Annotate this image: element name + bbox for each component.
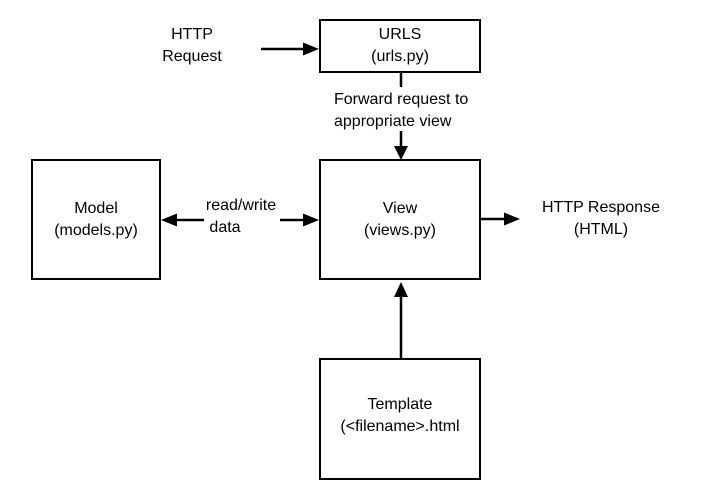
- http-response-label: HTTP Response (HTML): [523, 197, 679, 241]
- arrow-urls-to-view: [394, 72, 408, 160]
- http-response-label-line2: (HTML): [573, 221, 629, 238]
- model-box: Model (models.py): [31, 159, 161, 280]
- read-write-label: read/write: [197, 195, 285, 217]
- urls-box: URLS (urls.py): [319, 19, 481, 73]
- view-box-subtitle: (views.py): [363, 221, 436, 239]
- urls-box-title: URLS: [378, 26, 422, 43]
- template-box: Template (<filename>.html: [319, 358, 481, 480]
- forward-request-label: Forward request to appropriate view: [334, 89, 494, 133]
- view-box: View (views.py): [319, 159, 481, 280]
- read-write-label-line1: read/write: [205, 197, 277, 214]
- arrow-view-to-http-response: [481, 212, 520, 226]
- forward-request-label-line2: appropriate view: [334, 113, 452, 130]
- read-write-data-label: data: [206, 217, 244, 239]
- arrow-view-model-bidirectional: [161, 213, 319, 227]
- arrow-template-to-view: [394, 282, 408, 358]
- template-box-subtitle: (<filename>.html: [340, 418, 460, 435]
- http-request-label: HTTP Request: [146, 24, 238, 68]
- urls-box-subtitle: (urls.py): [371, 48, 429, 65]
- read-write-label-line2: data: [209, 219, 241, 236]
- template-box-title: Template: [367, 396, 433, 413]
- http-request-label-line2: Request: [162, 48, 222, 65]
- forward-request-label-line1: Forward request to: [334, 91, 469, 108]
- model-box-title: Model: [74, 199, 118, 217]
- view-box-title: View: [382, 199, 418, 217]
- model-box-subtitle: (models.py): [54, 221, 138, 239]
- arrow-http-request-to-urls: [261, 42, 319, 56]
- http-request-label-line1: HTTP: [171, 26, 213, 43]
- http-response-label-line1: HTTP Response: [542, 199, 660, 216]
